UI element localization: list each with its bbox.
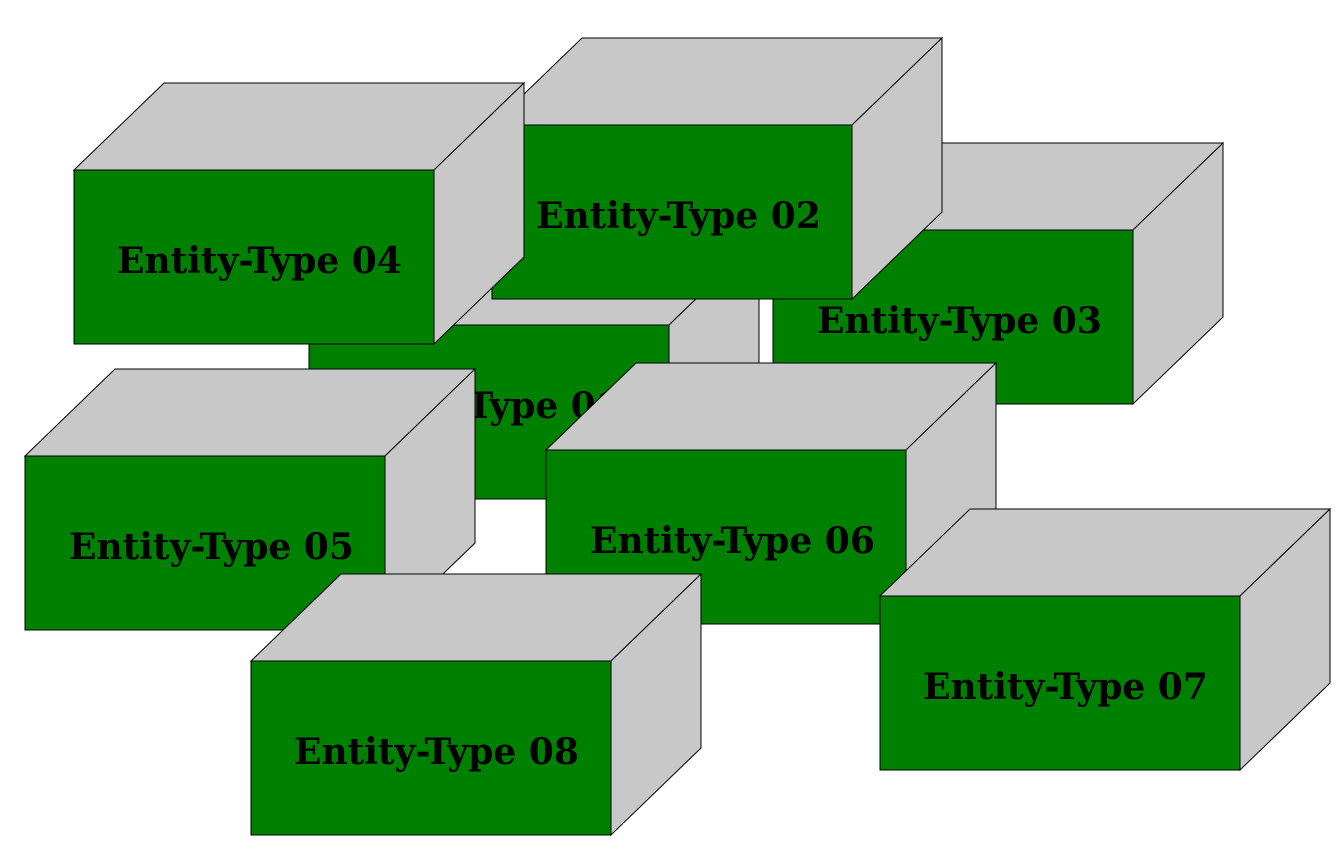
entity-box-front-face [879,595,1241,771]
entity-type-label: Entity-Type 04 [117,240,402,282]
entity-type-label: Entity-Type 05 [69,526,354,568]
entity-box-07: Entity-Type 07 [878,507,1332,772]
entity-box-02: Entity-Type 02 [490,36,944,301]
entity-box-04: Entity-Type 04 [72,81,526,346]
entity-type-label: Entity-Type 08 [294,731,579,773]
entity-box-08: Entity-Type 08 [249,572,703,837]
entity-type-label: Entity-Type 02 [536,195,821,237]
entity-box-front-face [491,124,853,300]
entity-box-front-face [250,660,612,836]
entity-type-label: Entity-Type 06 [590,520,875,562]
entity-type-label: Entity-Type 07 [923,666,1208,708]
entity-type-label: Entity-Type 03 [817,300,1102,342]
entity-box-front-face [73,169,435,345]
